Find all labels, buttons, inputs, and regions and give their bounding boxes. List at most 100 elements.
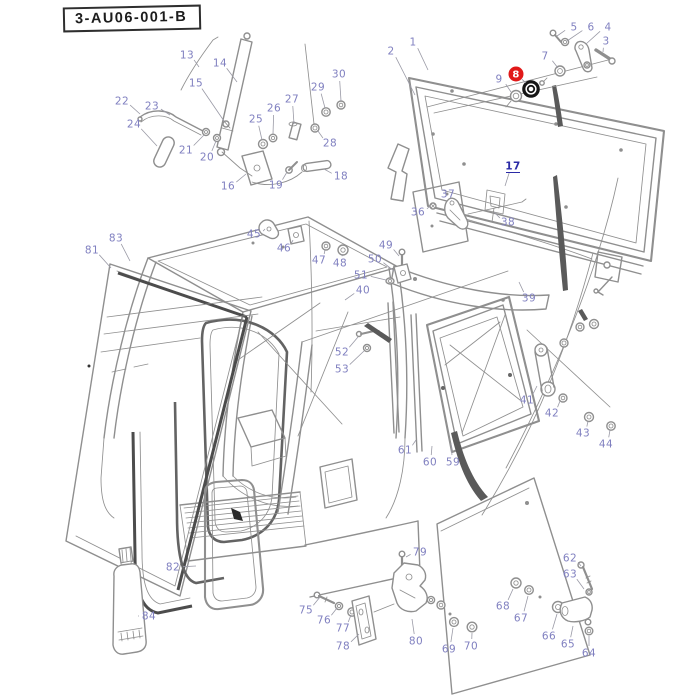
leader-line-52 — [348, 336, 359, 348]
callout-45[interactable]: 45 — [247, 229, 261, 241]
callout-39[interactable]: 39 — [522, 293, 536, 305]
callout-38[interactable]: 38 — [501, 217, 515, 229]
callout-82[interactable]: 82 — [166, 562, 180, 574]
callout-65[interactable]: 65 — [561, 639, 575, 651]
leader-line-49 — [393, 249, 400, 257]
callout-9[interactable]: 9 — [495, 74, 502, 86]
window-inner-frame — [415, 86, 657, 253]
callout-40[interactable]: 40 — [356, 285, 370, 297]
callout-59[interactable]: 59 — [446, 457, 460, 469]
clip-15 — [222, 119, 231, 129]
callout-18[interactable]: 18 — [334, 171, 348, 183]
callout-66[interactable]: 66 — [542, 631, 556, 643]
callout-68[interactable]: 68 — [496, 601, 510, 613]
pivot-pin-3 — [594, 48, 616, 65]
callout-22[interactable]: 22 — [115, 96, 129, 108]
callout-70[interactable]: 70 — [464, 641, 478, 653]
callout-76[interactable]: 76 — [317, 615, 331, 627]
callout-13[interactable]: 13 — [180, 50, 194, 62]
bushing-7 — [554, 65, 566, 77]
leader-line-20 — [211, 140, 217, 152]
callout-67[interactable]: 67 — [514, 613, 528, 625]
washer-67 — [524, 585, 535, 596]
right-c-pillar — [388, 266, 408, 439]
callout-77[interactable]: 77 — [336, 623, 350, 635]
drawing-code: 3-AU06-001-B — [62, 4, 202, 33]
callout-49[interactable]: 49 — [379, 240, 393, 252]
window-outer-frame — [407, 76, 666, 263]
callout-15[interactable]: 15 — [189, 78, 203, 90]
callout-36[interactable]: 36 — [411, 207, 425, 219]
callout-63[interactable]: 63 — [563, 569, 577, 581]
callout-4[interactable]: 4 — [604, 22, 611, 34]
callout-50[interactable]: 50 — [368, 254, 382, 266]
callout-69[interactable]: 69 — [442, 644, 456, 656]
callout-6[interactable]: 6 — [587, 22, 594, 34]
leader-line-53 — [349, 350, 365, 365]
handle-grip-24 — [153, 136, 175, 168]
callout-62[interactable]: 62 — [563, 553, 577, 565]
leader-line-68 — [507, 588, 514, 601]
callout-2[interactable]: 2 — [387, 46, 394, 58]
callout-28[interactable]: 28 — [323, 138, 337, 150]
leader-line-24 — [140, 128, 158, 147]
seal-83 — [117, 271, 249, 591]
callout-75[interactable]: 75 — [299, 605, 313, 617]
leader-line-81 — [98, 254, 112, 269]
leader-line-77 — [347, 614, 352, 623]
leader-line-46 — [291, 239, 294, 244]
callout-53[interactable]: 53 — [335, 364, 349, 376]
callout-83[interactable]: 83 — [109, 233, 123, 245]
seal-corner-mark — [231, 508, 243, 521]
callout-19[interactable]: 19 — [269, 180, 283, 192]
roof-hinge-hardware — [251, 219, 412, 285]
callout-24[interactable]: 24 — [127, 119, 141, 131]
callout-17[interactable]: 17 — [505, 161, 520, 173]
callout-46[interactable]: 46 — [277, 243, 291, 255]
console-box — [237, 409, 287, 467]
lever-41 — [534, 343, 556, 397]
callout-3[interactable]: 3 — [602, 36, 609, 48]
callout-30[interactable]: 30 — [332, 69, 346, 81]
callout-48[interactable]: 48 — [333, 258, 347, 270]
callout-64[interactable]: 64 — [582, 648, 596, 660]
callout-84[interactable]: 84 — [142, 611, 156, 623]
callout-51[interactable]: 51 — [354, 270, 368, 282]
callout-20[interactable]: 20 — [200, 152, 214, 164]
callout-7[interactable]: 7 — [541, 51, 548, 63]
callout-26[interactable]: 26 — [267, 103, 281, 115]
callout-60[interactable]: 60 — [423, 457, 437, 469]
callout-44[interactable]: 44 — [599, 439, 613, 451]
callout-37[interactable]: 37 — [441, 189, 455, 201]
callout-61[interactable]: 61 — [398, 445, 412, 457]
glass-run-channels-61 — [387, 301, 423, 453]
callout-42[interactable]: 42 — [545, 408, 559, 420]
step-box — [319, 458, 358, 509]
callout-52[interactable]: 52 — [335, 347, 349, 359]
callout-47[interactable]: 47 — [312, 255, 326, 267]
callout-27[interactable]: 27 — [285, 94, 299, 106]
washer-63 — [585, 588, 593, 596]
washer-70 — [466, 621, 478, 633]
callout-16[interactable]: 16 — [221, 181, 235, 193]
callout-21[interactable]: 21 — [179, 145, 193, 157]
callout-78[interactable]: 78 — [336, 641, 350, 653]
highlight-disc-8[interactable] — [508, 66, 524, 82]
leader-line-30 — [339, 80, 342, 102]
callout-29[interactable]: 29 — [311, 82, 325, 94]
seal-channel-right — [173, 401, 225, 585]
callout-81[interactable]: 81 — [85, 245, 99, 257]
callout-14[interactable]: 14 — [213, 58, 227, 70]
drawing-code-text: 3-AU06-001-B — [74, 8, 188, 28]
callout-5[interactable]: 5 — [570, 22, 577, 34]
side-window-assembly — [355, 177, 619, 516]
callout-1[interactable]: 1 — [409, 37, 416, 49]
callout-80[interactable]: 80 — [409, 636, 423, 648]
callout-25[interactable]: 25 — [249, 114, 263, 126]
callout-79[interactable]: 79 — [413, 547, 427, 559]
callout-23[interactable]: 23 — [145, 101, 159, 113]
callout-8[interactable]: 8 — [512, 70, 519, 81]
callout-43[interactable]: 43 — [576, 428, 590, 440]
callout-41[interactable]: 41 — [520, 395, 534, 407]
